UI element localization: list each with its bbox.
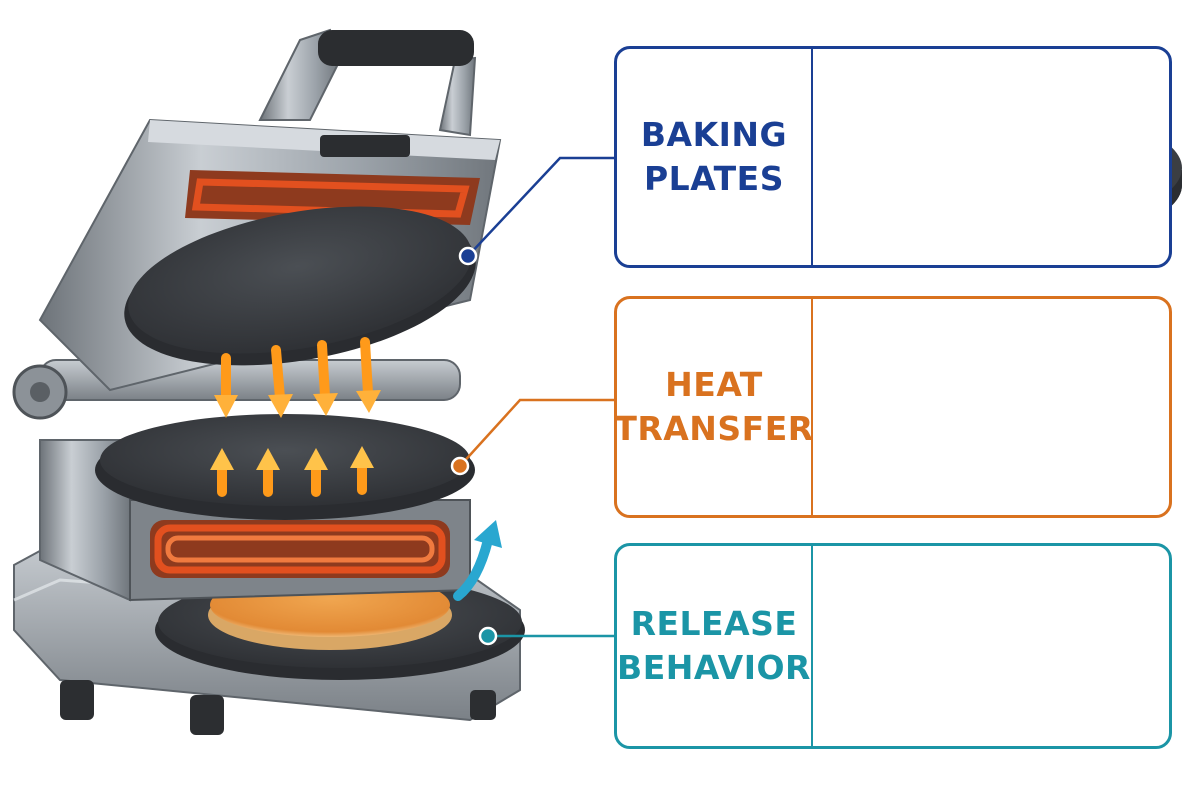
lower-housing	[39, 414, 475, 602]
panel-divider	[811, 546, 813, 746]
heat-transfer-label-line1: HEAT	[665, 365, 763, 404]
lower-heating-element	[150, 520, 450, 578]
heat-down-arrow-icon	[214, 337, 381, 418]
release-arrow-icon	[453, 520, 502, 601]
baking-plates-label: BAKING PLATES	[617, 49, 811, 265]
lid-handle	[258, 28, 477, 137]
panel-divider	[811, 49, 813, 265]
release-behavior-label-line2: BEHAVIOR	[617, 648, 811, 687]
leader-line-release	[478, 626, 614, 646]
baking-plates-panel: BAKING PLATES	[614, 46, 1172, 268]
leader-line-plates	[458, 156, 614, 266]
release-behavior-panel: RELEASE BEHAVIOR	[614, 543, 1172, 749]
hinge	[12, 359, 461, 420]
heat-transfer-label: HEAT TRANSFER	[614, 299, 814, 515]
baking-plates-label-line2: PLATES	[643, 159, 784, 198]
heat-transfer-label-line2: TRANSFER	[614, 409, 814, 448]
leader-line-heat	[450, 398, 614, 476]
upper-lid	[38, 28, 502, 392]
release-behavior-label-line1: RELEASE	[630, 604, 798, 643]
heat-up-arrow-icon	[210, 446, 374, 497]
panel-divider	[811, 299, 813, 515]
heat-transfer-panel: HEAT TRANSFER	[614, 296, 1172, 518]
baking-plates-label-line1: BAKING	[640, 115, 788, 154]
release-behavior-label: RELEASE BEHAVIOR	[617, 546, 811, 746]
